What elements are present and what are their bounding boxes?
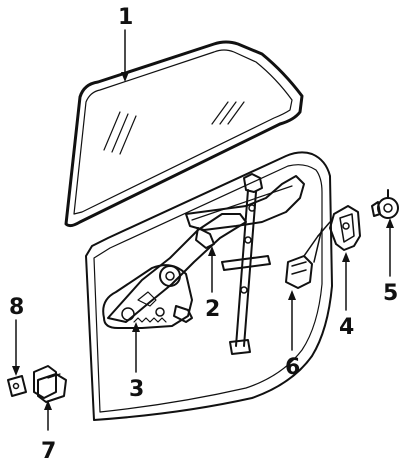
door-glass	[64, 40, 304, 228]
guide-rail	[221, 173, 271, 355]
callout-2: 2	[205, 297, 220, 322]
callout-7: 7	[41, 439, 56, 464]
arrowhead-2	[208, 246, 216, 256]
callout-3: 3	[129, 377, 144, 402]
arrowhead-5	[386, 218, 394, 228]
door-inner-panel	[85, 151, 333, 421]
hinge-bracket	[7, 375, 27, 397]
door-clip	[371, 189, 399, 219]
window-motor	[285, 235, 319, 289]
window-regulator	[102, 175, 305, 329]
arrowhead-6	[288, 290, 296, 300]
callout-4: 4	[339, 315, 354, 340]
door-stopper	[33, 365, 67, 403]
callout-8: 8	[9, 295, 24, 320]
arrowhead-1	[121, 72, 129, 82]
arrowhead-4	[342, 252, 350, 262]
callout-5: 5	[383, 281, 398, 306]
arrowhead-8	[12, 366, 20, 376]
callout-6: 6	[285, 355, 300, 380]
door-latch-assembly	[313, 205, 361, 263]
callout-1: 1	[118, 5, 133, 30]
arrowhead-3	[132, 322, 140, 332]
leader-lines	[12, 29, 394, 431]
arrowhead-7	[44, 400, 52, 410]
